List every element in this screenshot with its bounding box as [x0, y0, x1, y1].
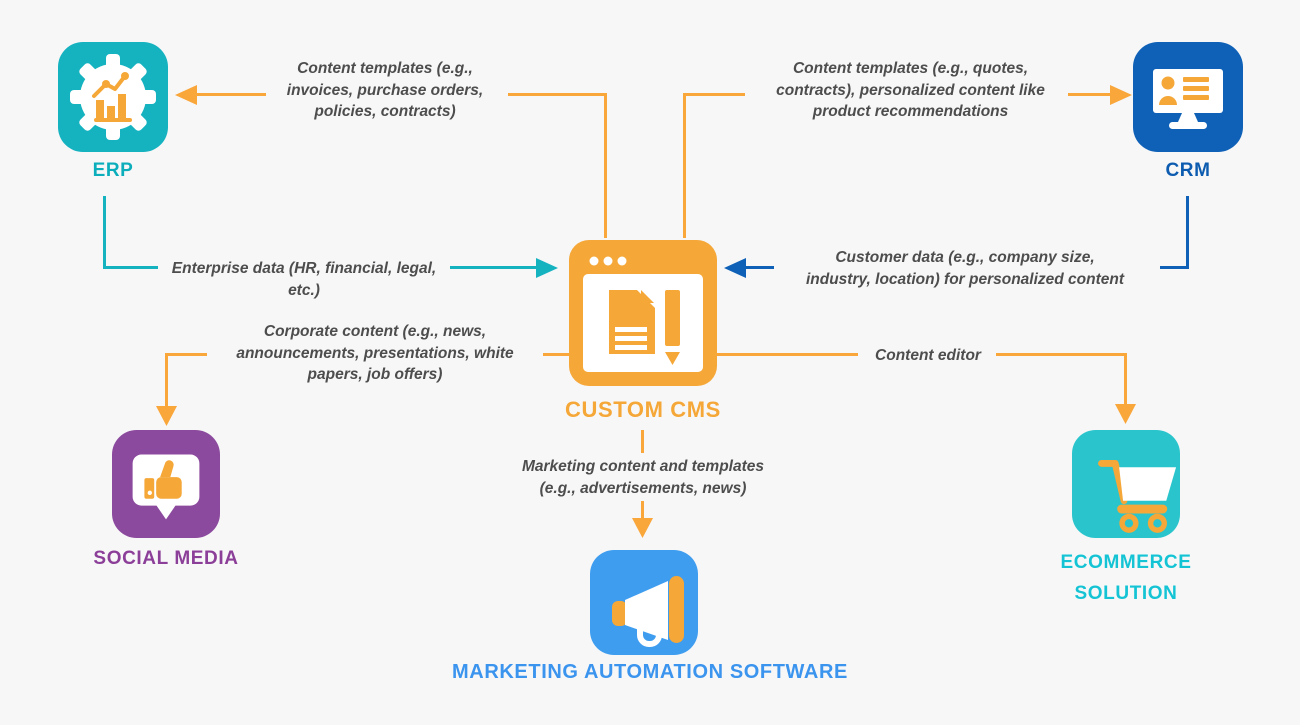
social-media-icon — [112, 430, 220, 538]
social-media-label: SOCIAL MEDIA — [93, 548, 239, 569]
ecommerce-label: ECOMMERCE SOLUTION — [1060, 552, 1192, 604]
cms-to-crm-line — [1068, 93, 1112, 96]
cms-to-social-line — [543, 353, 569, 356]
ecommerce-icon — [1072, 430, 1180, 538]
crm-label: CRM — [1165, 160, 1211, 181]
cms-label: CUSTOM CMS — [565, 397, 721, 422]
cms-to-social-line — [165, 353, 168, 407]
cms-to-crm-line — [683, 93, 745, 96]
cms-to-crm-arrowhead — [1110, 85, 1132, 105]
erp-to-cms-line — [103, 196, 106, 269]
cms-to-marketing-line — [641, 430, 644, 453]
cms-icon — [569, 240, 717, 386]
shopping-cart-icon — [1072, 430, 1180, 538]
cms-to-marketing-arrowhead — [632, 518, 653, 538]
cms-to-ecommerce-arrowhead — [1115, 404, 1136, 424]
crm-to-cms-label: Customer data (e.g., company size, indus… — [805, 249, 1125, 288]
megaphone-icon — [590, 550, 698, 655]
cms-to-ecommerce-line — [996, 353, 1127, 356]
cms-to-erp-label: Content templates (e.g., invoices, purch… — [286, 60, 484, 120]
monitor-contact-icon — [1133, 42, 1243, 152]
erp-to-cms-label: Enterprise data (HR, financial, legal, e… — [171, 260, 437, 299]
cms-to-erp-line — [604, 93, 607, 238]
crm-icon — [1133, 42, 1243, 152]
crm-to-cms-arrowhead — [724, 258, 746, 278]
cms-to-erp-arrowhead — [175, 85, 197, 105]
gear-chart-icon — [58, 42, 168, 152]
thumbs-up-bubble-icon — [112, 430, 220, 538]
cms-to-social-arrowhead — [156, 406, 177, 426]
cms-to-ecommerce-label: Content editor — [875, 347, 981, 364]
cms-to-ecommerce-line — [1124, 353, 1127, 405]
cms-to-marketing-line — [641, 501, 644, 519]
cms-to-social-line — [165, 353, 207, 356]
cms-to-ecommerce-line — [717, 353, 858, 356]
erp-icon — [58, 42, 168, 152]
erp-to-cms-line — [103, 266, 158, 269]
cms-to-crm-label: Content templates (e.g., quotes, contrac… — [776, 60, 1045, 120]
cms-to-erp-line — [508, 93, 607, 96]
cms-to-crm-line — [683, 93, 686, 238]
cms-to-marketing-label: Marketing content and templates (e.g., a… — [521, 458, 764, 497]
crm-to-cms-line — [746, 266, 774, 269]
marketing-automation-label: MARKETING AUTOMATION SOFTWARE — [452, 661, 848, 683]
marketing-automation-icon — [590, 550, 698, 655]
erp-label: ERP — [92, 160, 134, 181]
cms-to-erp-line — [196, 93, 266, 96]
erp-to-cms-arrowhead — [536, 258, 558, 278]
crm-to-cms-line — [1186, 196, 1189, 269]
browser-document-pencil-icon — [569, 240, 717, 386]
erp-to-cms-line — [450, 266, 538, 269]
crm-to-cms-line — [1160, 266, 1189, 269]
cms-to-social-label: Corporate content (e.g., news, announcem… — [236, 323, 514, 383]
